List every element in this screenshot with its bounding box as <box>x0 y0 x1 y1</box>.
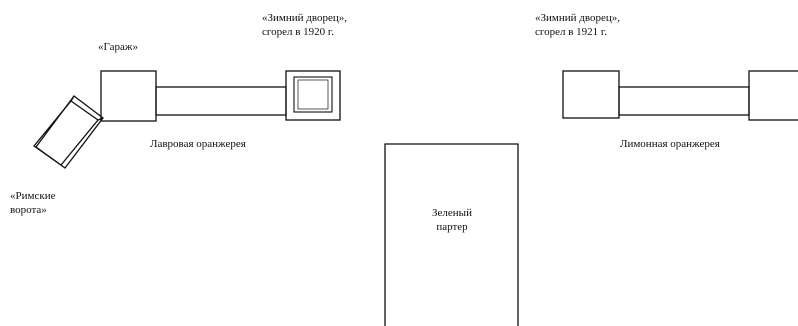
roman-gate-building <box>33 95 104 169</box>
garage-building <box>100 70 157 122</box>
winter-palace-left-label: «Зимний дворец», сгорел в 1920 г. <box>262 12 348 38</box>
green-parterre-area <box>384 143 519 326</box>
laurel-greenhouse-building <box>155 86 287 116</box>
laurel-greenhouse-label: Лавровая оранжерея <box>150 138 246 150</box>
right-pavilion-building <box>562 70 620 119</box>
winter-palace-right-building <box>748 70 798 121</box>
lemon-greenhouse-building <box>618 86 750 116</box>
winter-palace-right-label: «Зимний дворец», сгорел в 1921 г. <box>535 12 621 38</box>
winter-palace-left-building <box>285 70 341 121</box>
roman-gate-label: «Римские ворота» <box>10 190 56 216</box>
lemon-greenhouse-label: Лимонная оранжерея <box>620 138 720 150</box>
garage-label: «Гараж» <box>98 41 138 53</box>
green-parterre-label: Зеленый партер <box>432 207 472 233</box>
